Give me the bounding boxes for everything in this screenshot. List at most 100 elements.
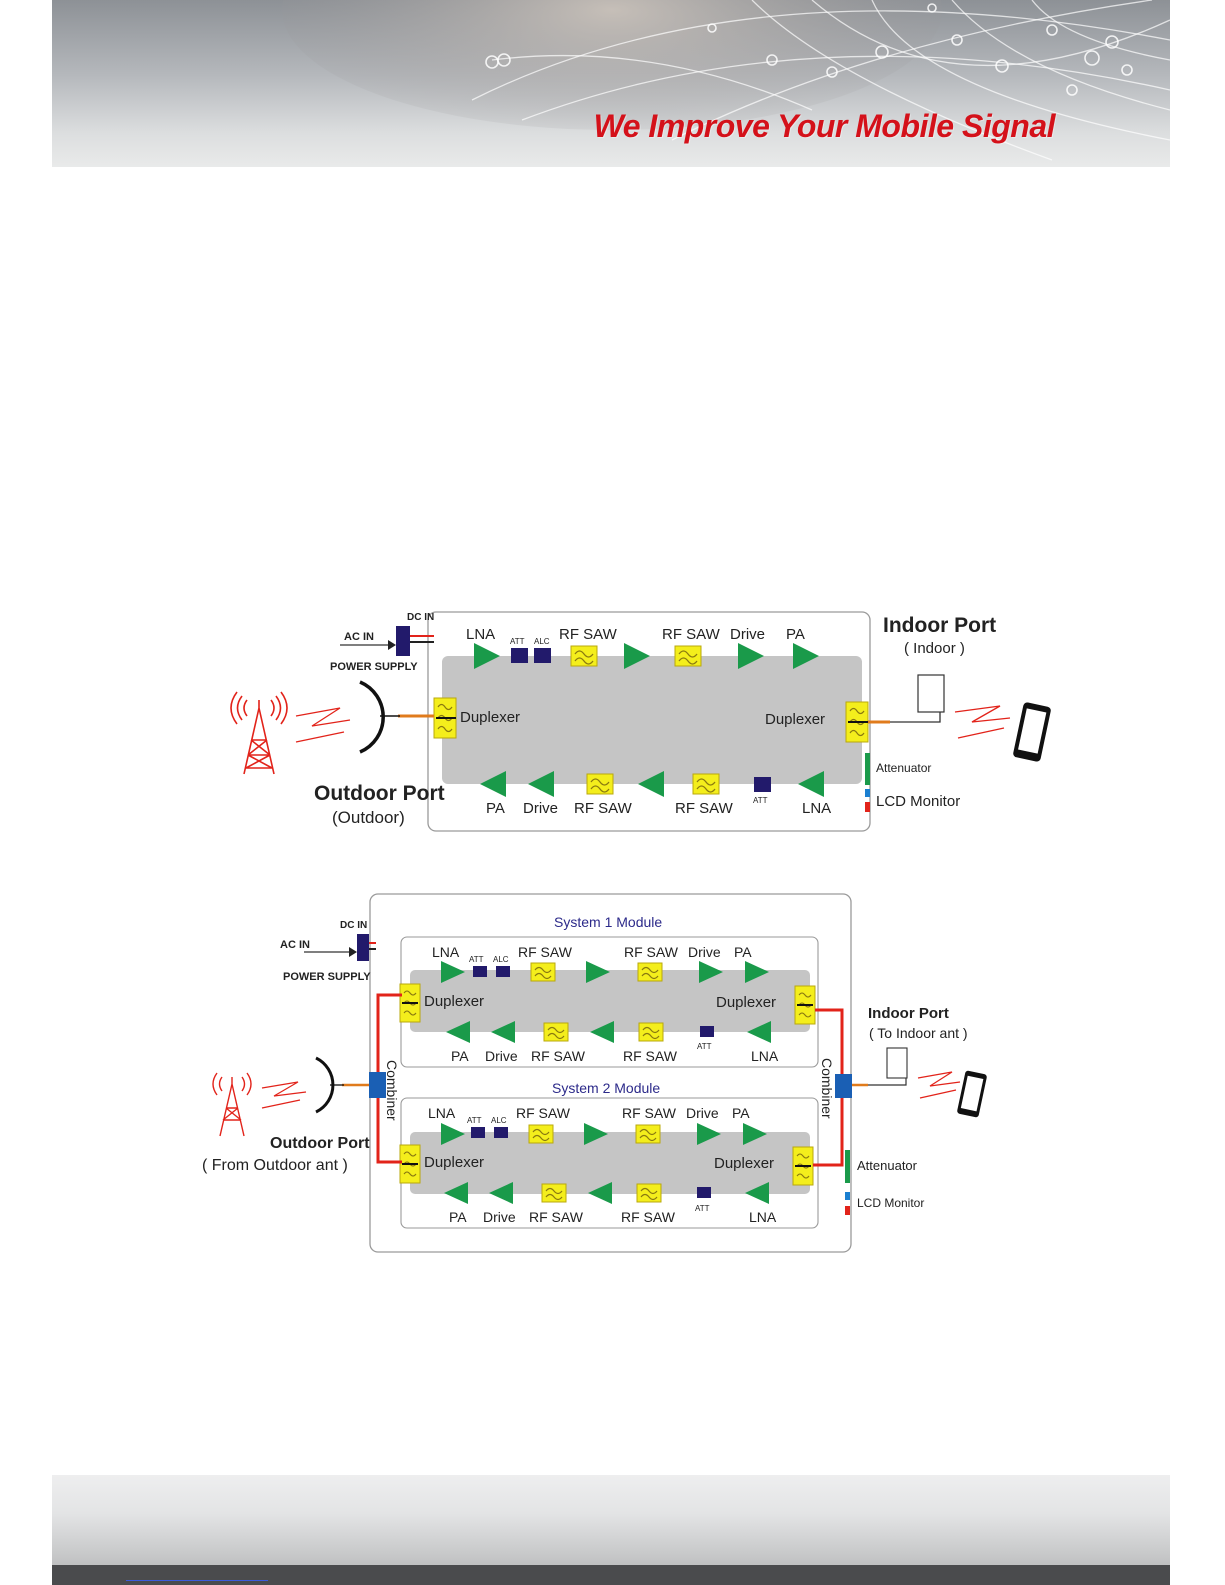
module-body xyxy=(442,656,862,784)
combiner-right xyxy=(835,1074,852,1098)
drive-label: Drive xyxy=(523,800,558,817)
dc-in-label: DC IN xyxy=(407,612,434,623)
power-supply-label: POWER SUPPLY xyxy=(330,661,418,673)
rf-saw-label: RF SAW xyxy=(529,1209,584,1225)
lna-label: LNA xyxy=(466,626,495,643)
drive-label: Drive xyxy=(485,1048,518,1064)
rf-saw-filter xyxy=(543,1022,569,1042)
duplexer-label: Duplexer xyxy=(716,994,776,1011)
rf-saw-label: RF SAW xyxy=(624,944,679,960)
attenuator-indicator xyxy=(865,753,870,785)
attenuator-label: Attenuator xyxy=(876,761,931,775)
lcd-monitor-label: LCD Monitor xyxy=(857,1196,924,1210)
rf-saw-filter xyxy=(674,645,702,667)
rf-saw-filter xyxy=(637,962,663,982)
lcd-monitor-indicator-blue xyxy=(845,1192,850,1200)
lcd-monitor-indicator-red xyxy=(845,1206,850,1215)
drive-label: Drive xyxy=(730,626,765,643)
attenuator-indicator xyxy=(845,1150,850,1183)
mobile-phone-icon xyxy=(957,1070,987,1118)
indoor-port-title: Indoor Port xyxy=(883,614,996,637)
lna-label: LNA xyxy=(428,1105,456,1121)
combiner-label: Combiner xyxy=(384,1060,400,1121)
slogan-text: We Improve Your Mobile Signal xyxy=(593,108,1056,144)
att-block xyxy=(473,966,487,977)
indoor-antenna-panel xyxy=(886,1047,908,1079)
module-2-body xyxy=(410,1132,810,1194)
combiner-left xyxy=(369,1072,386,1098)
cell-tower-icon xyxy=(212,1072,252,1137)
cell-tower-icon xyxy=(230,691,288,775)
rf-saw-label: RF SAW xyxy=(518,944,573,960)
rf-saw-filter xyxy=(635,1124,661,1144)
duplexer-label: Duplexer xyxy=(765,711,825,728)
alc-label: ALC xyxy=(491,1116,507,1125)
att-label: ATT xyxy=(510,637,525,646)
module-2-title: System 2 Module xyxy=(552,1080,660,1096)
att-label: ATT xyxy=(695,1204,710,1213)
indoor-port-subtitle: ( To Indoor ant ) xyxy=(869,1025,968,1041)
att-block xyxy=(754,777,771,792)
drive-label: Drive xyxy=(686,1105,719,1121)
footer-bar xyxy=(52,1475,1170,1585)
lcd-monitor-indicator-blue xyxy=(865,789,870,797)
repeater-block-diagram-single: DC IN AC IN POWER SUPPLY LNA ATT ALC RF … xyxy=(230,611,1051,832)
rf-saw-label: RF SAW xyxy=(574,800,633,817)
drive-label: Drive xyxy=(688,944,721,960)
footer-link-underline[interactable] xyxy=(126,1580,268,1581)
dc-in-label: DC IN xyxy=(340,920,367,931)
att-block xyxy=(697,1187,711,1198)
signal-zigzag-icon xyxy=(954,705,1011,739)
duplexer-label: Duplexer xyxy=(460,709,520,726)
rf-saw-label: RF SAW xyxy=(516,1105,571,1121)
duplexer-label: Duplexer xyxy=(424,993,484,1010)
outdoor-port-subtitle: ( From Outdoor ant ) xyxy=(202,1157,348,1174)
lcd-monitor-label: LCD Monitor xyxy=(876,793,960,810)
alc-block xyxy=(494,1127,508,1138)
pa-label: PA xyxy=(786,626,805,643)
pa-label: PA xyxy=(486,800,505,817)
rf-saw-filter xyxy=(541,1183,567,1203)
rf-saw-filter xyxy=(570,645,598,667)
rf-saw-label: RF SAW xyxy=(675,800,734,817)
mobile-phone-icon xyxy=(1013,702,1051,762)
duplexer-label: Duplexer xyxy=(714,1155,774,1172)
module-1-body xyxy=(410,970,810,1032)
indoor-antenna-panel xyxy=(917,674,945,713)
outdoor-port-subtitle: (Outdoor) xyxy=(332,808,405,827)
attenuator-label: Attenuator xyxy=(857,1158,918,1173)
combiner-label: Combiner xyxy=(819,1058,835,1119)
alc-label: ALC xyxy=(493,955,509,964)
rf-saw-filter xyxy=(528,1124,554,1144)
ac-in-label: AC IN xyxy=(280,939,310,951)
rf-saw-filter xyxy=(530,962,556,982)
pa-label: PA xyxy=(451,1048,469,1064)
lna-label: LNA xyxy=(802,800,831,817)
pa-label: PA xyxy=(734,944,752,960)
rf-saw-label: RF SAW xyxy=(621,1209,676,1225)
power-supply-label: POWER SUPPLY xyxy=(283,971,371,983)
footer-dark-strip xyxy=(52,1565,1170,1585)
power-supply-block xyxy=(396,626,410,656)
signal-zigzag-icon xyxy=(261,1081,307,1109)
alc-label: ALC xyxy=(534,637,550,646)
rf-saw-label: RF SAW xyxy=(559,626,618,643)
outdoor-port-title: Outdoor Port xyxy=(270,1135,370,1152)
lna-label: LNA xyxy=(432,944,460,960)
alc-block xyxy=(496,966,510,977)
rf-saw-filter xyxy=(638,1022,664,1042)
indoor-port-title: Indoor Port xyxy=(868,1005,949,1022)
rf-saw-filter xyxy=(636,1183,662,1203)
rf-saw-filter xyxy=(586,773,614,795)
ac-in-label: AC IN xyxy=(344,631,374,643)
outdoor-antenna-dish xyxy=(359,680,385,754)
lcd-monitor-indicator-red xyxy=(865,802,870,812)
att-block xyxy=(511,648,528,663)
rf-saw-filter xyxy=(692,773,720,795)
rf-saw-label: RF SAW xyxy=(622,1105,677,1121)
att-block xyxy=(700,1026,714,1037)
header-banner: We Improve Your Mobile Signal xyxy=(52,0,1170,167)
network-globe-graphic xyxy=(282,0,1170,161)
lna-label: LNA xyxy=(749,1209,777,1225)
lna-label: LNA xyxy=(751,1048,779,1064)
